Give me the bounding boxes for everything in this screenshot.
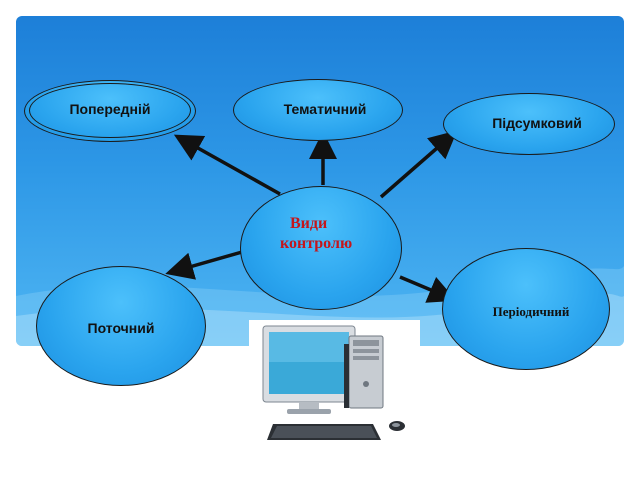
node-periodic-label: Періодичний [492,304,570,319]
node-thematic: Тематичний [233,79,403,141]
node-final-label: Підсумковий [492,115,582,131]
node-periodic: Періодичний [442,248,610,370]
center-label: Види контролю [280,214,352,254]
node-current-label: Поточний [87,320,155,336]
node-preliminary-inner-ring [29,83,191,138]
center-label-line1: Види [290,215,328,232]
node-preliminary-label: Попередній [69,101,151,117]
node-current: Поточний [36,266,206,386]
node-thematic-label: Тематичний [283,101,367,117]
node-final: Підсумковий [443,93,615,155]
node-center [240,186,402,310]
node-preliminary: Попередній [24,80,196,142]
center-label-line2: контролю [280,235,353,252]
desktop-computer-icon [249,320,420,450]
